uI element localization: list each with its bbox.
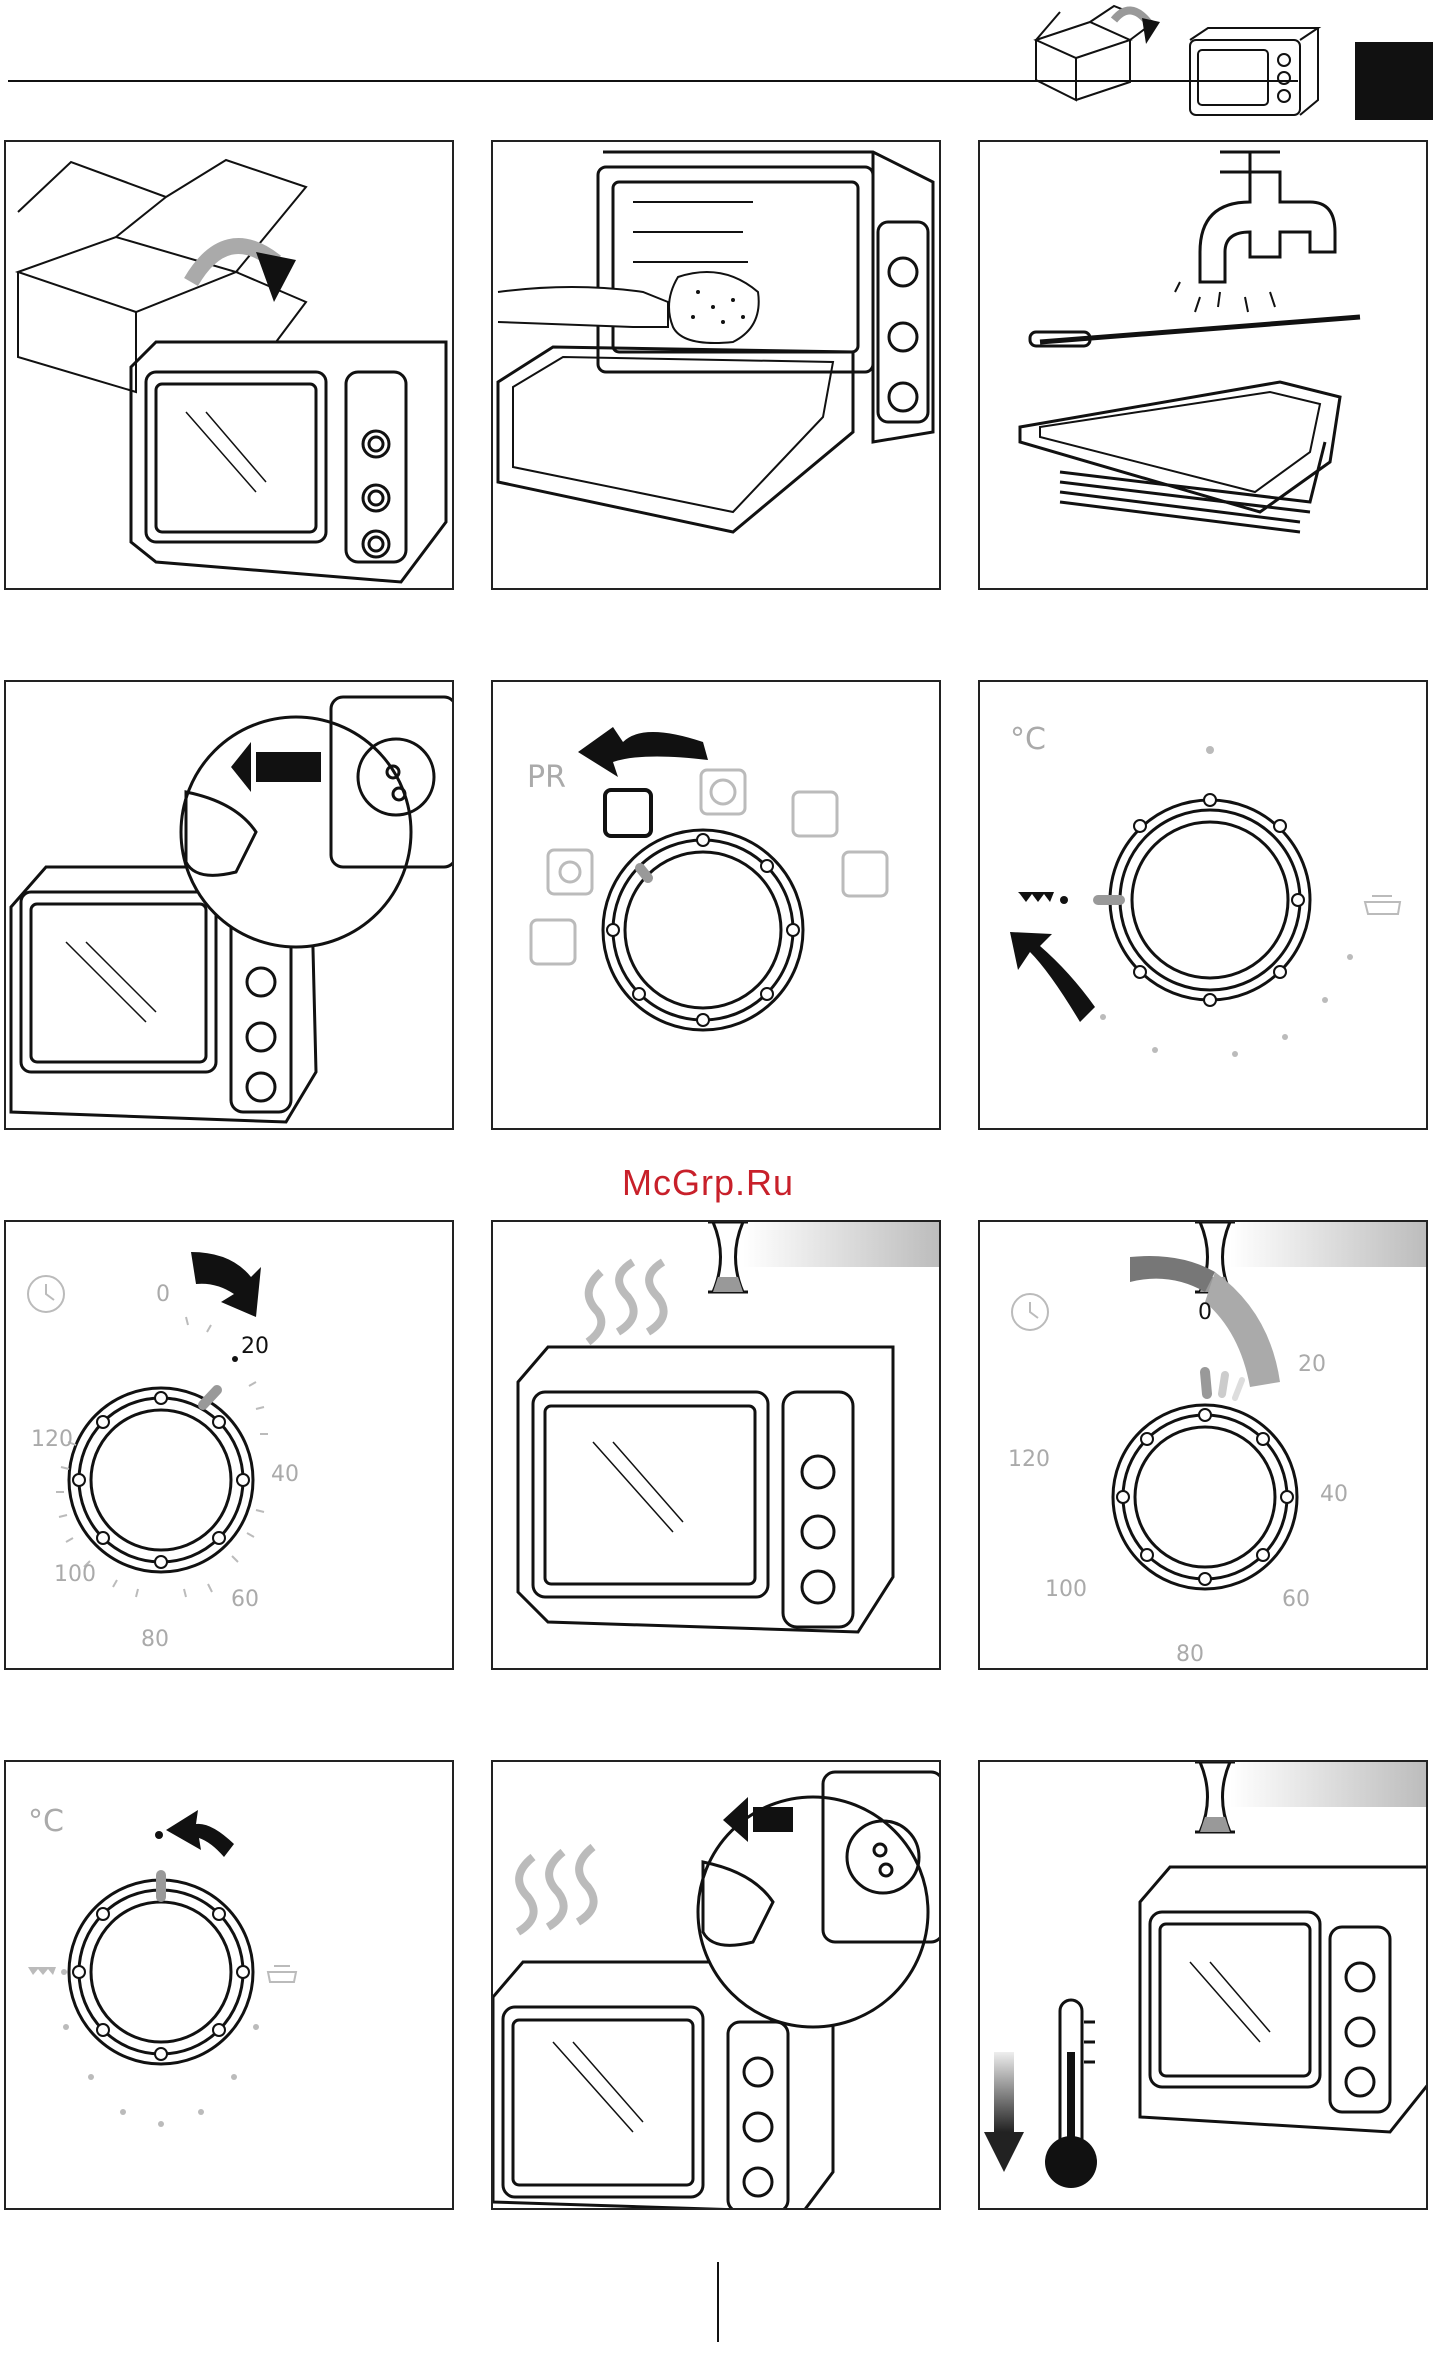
timer-mark-120: 120: [31, 1427, 73, 1452]
timer-end-mark-20: 20: [1298, 1352, 1326, 1377]
program-label: PR: [527, 760, 566, 795]
timer-mark-20: 20: [241, 1334, 269, 1359]
section-tab: [1355, 42, 1433, 120]
watermark: McGrp.Ru: [622, 1162, 794, 1204]
panel-timer-end: 0 20 40 60 80 100 120: [978, 1220, 1428, 1670]
timer-mark-0: 0: [156, 1282, 170, 1307]
page-divider: [717, 2262, 719, 2342]
unpack-header-icon: [1030, 0, 1350, 120]
panel-thermostat-off: °C: [4, 1760, 454, 2210]
timer-end-mark-40: 40: [1320, 1482, 1348, 1507]
timer-mark-60: 60: [231, 1587, 259, 1612]
timer-end-mark-80: 80: [1176, 1642, 1204, 1667]
temperature-unit-label-off: °C: [28, 1804, 64, 1839]
panel-clean-interior: [491, 140, 941, 590]
panel-thermostat-set: °C: [978, 680, 1428, 1130]
panel-cool-down: [978, 1760, 1428, 2210]
timer-mark-100: 100: [54, 1562, 96, 1587]
panel-program-select: PR: [491, 680, 941, 1130]
timer-end-mark-120: 120: [1008, 1447, 1050, 1472]
panel-unpack: [4, 140, 454, 590]
panel-timer-set: 0 20 40 60 80 100 120: [4, 1220, 454, 1670]
panel-plug-in: [4, 680, 454, 1130]
panel-wash-accessories: [978, 140, 1428, 590]
panel-unplug: [491, 1760, 941, 2210]
timer-end-mark-0: 0: [1198, 1300, 1212, 1325]
temperature-unit-label: °C: [1010, 722, 1046, 757]
timer-end-mark-60: 60: [1282, 1587, 1310, 1612]
panel-preheat-smoke: [491, 1220, 941, 1670]
timer-mark-40: 40: [271, 1462, 299, 1487]
timer-end-mark-100: 100: [1045, 1577, 1087, 1602]
timer-mark-80: 80: [141, 1627, 169, 1652]
